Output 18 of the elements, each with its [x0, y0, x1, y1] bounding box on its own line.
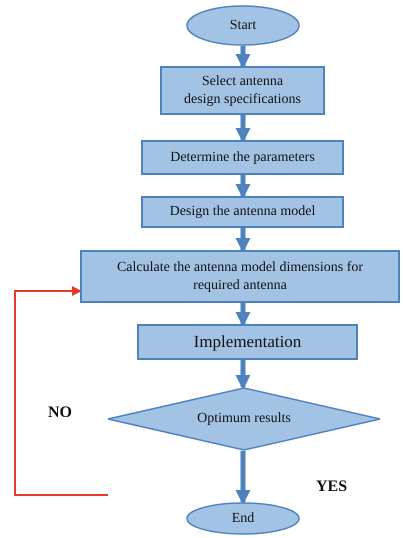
arrow [236, 360, 250, 390]
process-box: Design the antenna model [141, 196, 344, 228]
terminal-label: End [232, 510, 254, 528]
process-box: Determine the parameters [141, 140, 344, 175]
arrow [236, 228, 250, 253]
decision-label: Optimum results [197, 410, 291, 428]
process-box: Select antenna design specifications [160, 66, 325, 115]
branch-label: YES [316, 477, 348, 497]
arrow [236, 451, 250, 505]
arrow [236, 46, 250, 69]
terminal-label: Start [230, 16, 256, 34]
arrow [236, 115, 250, 143]
branch-label: NO [48, 403, 72, 423]
arrow [14, 286, 108, 496]
arrow [236, 303, 250, 327]
arrow [236, 175, 250, 199]
process-box: Calculate the antenna model dimensions for required antenna [80, 250, 400, 303]
process-box: Implementation [137, 324, 358, 360]
